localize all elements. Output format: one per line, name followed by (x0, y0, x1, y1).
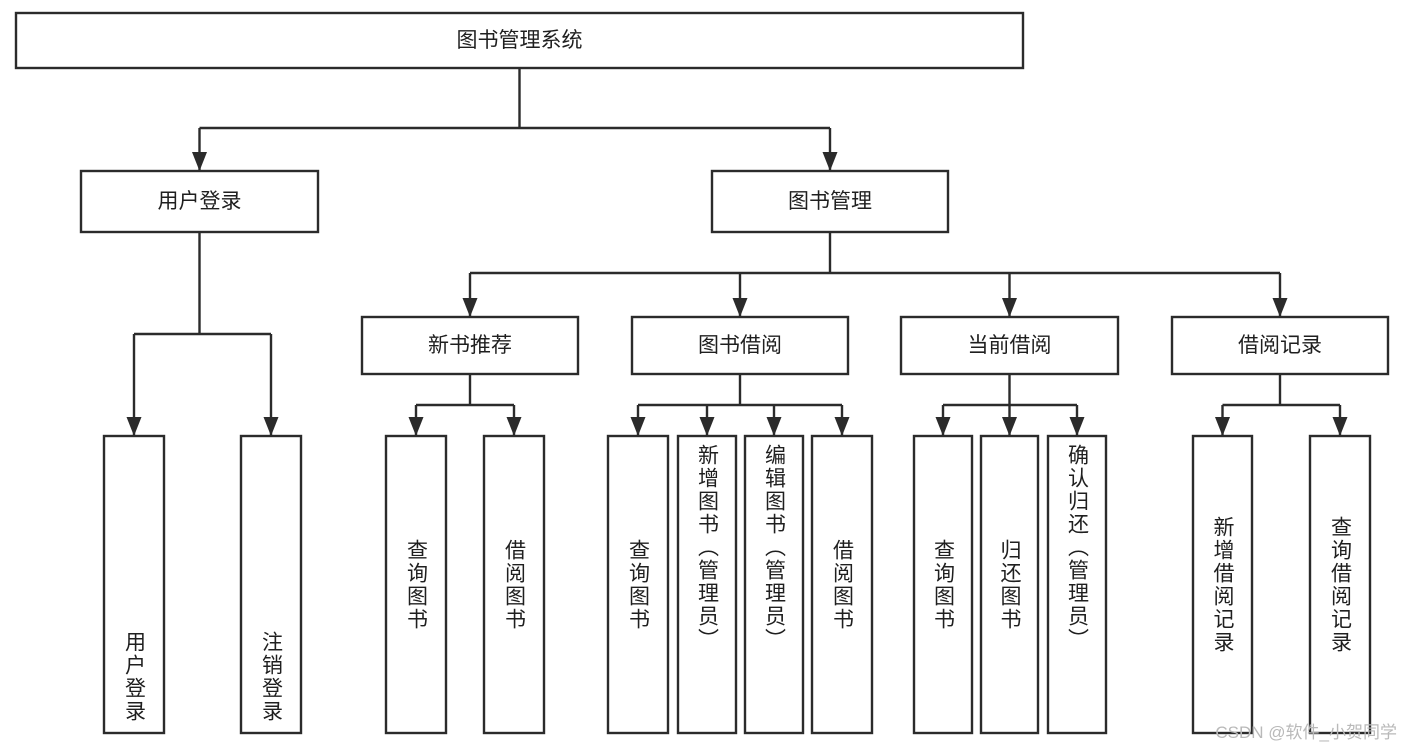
node-label-当前借阅: 当前借阅 (968, 334, 1052, 357)
node-label-图书管理系统: 图书管理系统 (457, 29, 583, 52)
arrow-head-icon (834, 417, 850, 436)
node-box-借阅图书[interactable] (810, 434, 874, 735)
node-box-新书推荐[interactable] (360, 315, 580, 376)
node-box-图书管理[interactable] (710, 169, 950, 234)
node-box-归还图书[interactable] (979, 434, 1040, 735)
arrow-head-icon (1069, 417, 1085, 436)
watermark-text: CSDN @软件_小贺同学 (1215, 723, 1397, 742)
connector-lines-layer (126, 68, 1348, 436)
node-box-查询图书[interactable] (384, 434, 448, 735)
node-box-图书借阅[interactable] (630, 315, 850, 376)
node-label-借阅记录: 借阅记录 (1238, 334, 1322, 357)
arrow-head-icon (1215, 417, 1230, 436)
node-label-图书管理: 图书管理 (788, 190, 872, 213)
node-box-当前借阅[interactable] (899, 315, 1120, 376)
node-box-用户登录[interactable] (79, 169, 320, 234)
arrow-head-icon (506, 417, 522, 436)
node-box-确认归还管理员[interactable] (1046, 434, 1108, 735)
arrow-head-icon (822, 152, 838, 171)
node-box-新增图书管理员[interactable] (676, 434, 738, 735)
node-box-用户登录[interactable] (102, 434, 166, 735)
node-box-借阅图书[interactable] (482, 434, 546, 735)
arrow-head-icon (263, 417, 279, 436)
node-box-借阅记录[interactable] (1170, 315, 1390, 376)
node-box-图书管理系统[interactable] (14, 11, 1025, 70)
node-box-查询图书[interactable] (606, 434, 670, 735)
arrow-head-icon (935, 417, 951, 436)
arrow-head-icon (1002, 417, 1017, 436)
arrow-head-icon (126, 417, 142, 436)
node-box-编辑图书管理员[interactable] (743, 434, 805, 735)
node-box-查询借阅记录[interactable] (1308, 434, 1372, 735)
node-boxes-layer (14, 11, 1390, 735)
arrow-head-icon (630, 417, 646, 436)
node-label-新书推荐: 新书推荐 (428, 334, 512, 357)
arrow-head-icon (1002, 298, 1017, 317)
arrow-head-icon (462, 298, 478, 317)
arrow-head-icon (732, 298, 748, 317)
node-label-图书借阅: 图书借阅 (698, 334, 782, 357)
arrow-head-icon (1332, 417, 1348, 436)
node-box-查询图书[interactable] (912, 434, 974, 735)
node-box-新增借阅记录[interactable] (1191, 434, 1254, 735)
arrow-head-icon (408, 417, 424, 436)
arrow-head-icon (766, 417, 782, 436)
arrow-head-icon (699, 417, 715, 436)
node-box-注销登录[interactable] (239, 434, 303, 735)
arrow-head-icon (192, 152, 207, 171)
node-label-用户登录: 用户登录 (158, 190, 242, 213)
arrow-head-icon (1272, 298, 1288, 317)
